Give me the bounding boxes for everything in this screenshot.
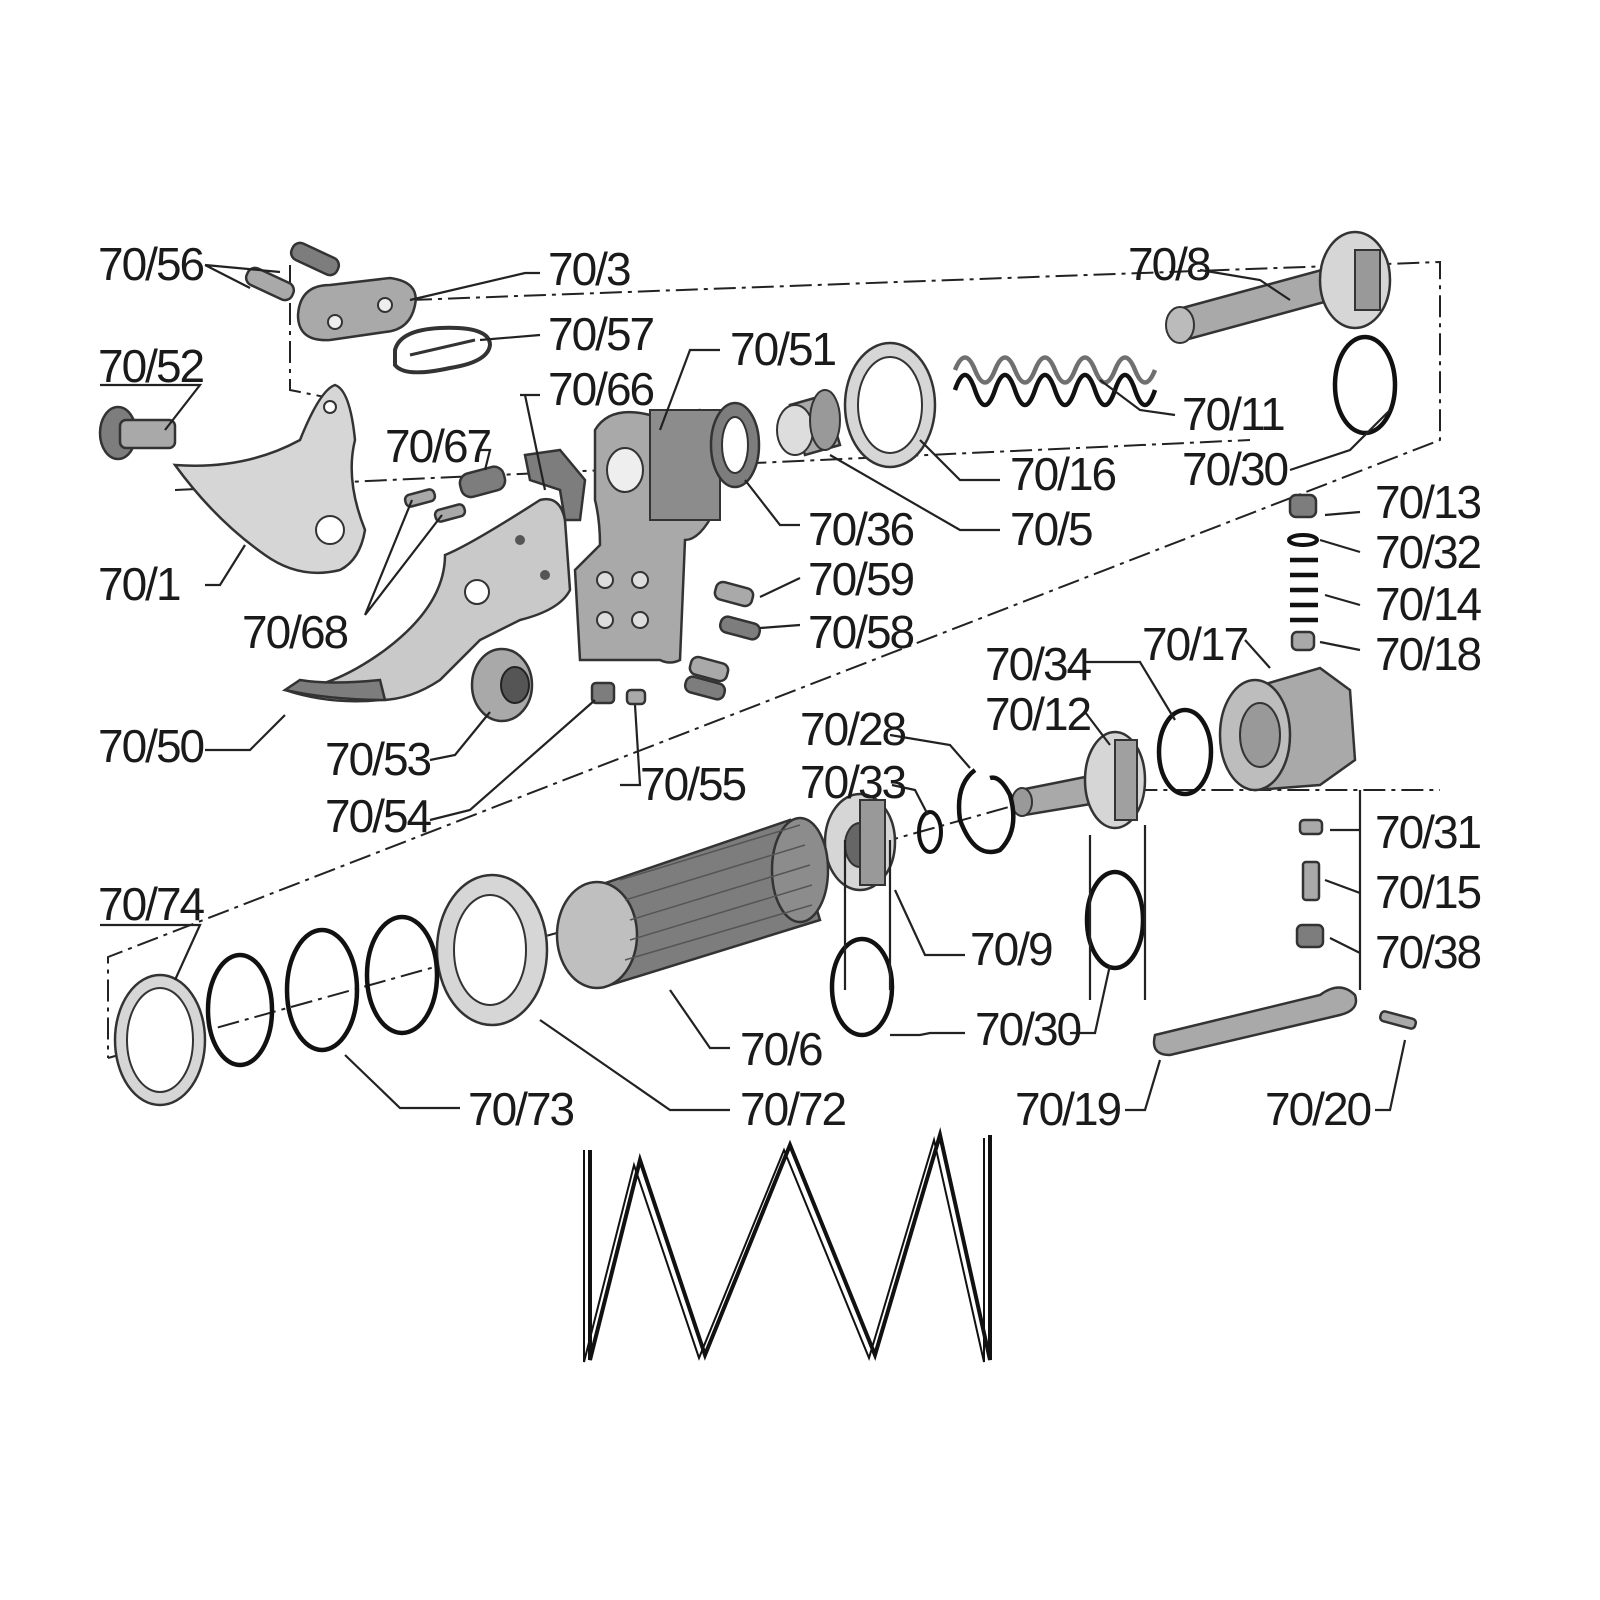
label-70-8: 70/8 <box>1128 238 1210 290</box>
gland-70-9 <box>823 792 897 892</box>
spring-70-11 <box>952 355 1158 408</box>
label-70-30-lower: 70/30 <box>975 1003 1081 1055</box>
screws-70-58 <box>683 615 762 701</box>
label-70-59: 70/59 <box>808 553 914 605</box>
compression-spring <box>583 1127 992 1363</box>
label-70-1: 70/1 <box>98 558 180 610</box>
label-70-14: 70/14 <box>1375 578 1482 630</box>
plug-70-13 <box>1288 493 1318 519</box>
piston-70-12 <box>1011 730 1147 830</box>
label-70-9: 70/9 <box>970 923 1052 975</box>
o-ring-70-30-lower-a <box>829 936 895 1038</box>
label-70-5: 70/5 <box>1010 503 1092 555</box>
label-70-6: 70/6 <box>740 1023 822 1075</box>
bushing-70-5 <box>776 389 842 457</box>
pin-70-20 <box>1378 1010 1418 1030</box>
leader-lines <box>100 263 1407 1112</box>
cylinder-70-6 <box>555 816 830 990</box>
o-ring-70-30-lower-b <box>1084 869 1146 971</box>
label-70-73: 70/73 <box>468 1083 574 1135</box>
label-70-67: 70/67 <box>385 420 491 472</box>
label-70-18: 70/18 <box>1375 628 1481 680</box>
screw-70-56 <box>244 241 341 302</box>
label-70-12: 70/12 <box>985 688 1091 740</box>
label-70-52: 70/52 <box>98 340 204 392</box>
label-70-50: 70/50 <box>98 720 204 772</box>
cylinder-head-70-17 <box>1218 666 1357 792</box>
label-70-3: 70/3 <box>548 243 630 295</box>
nut-70-38 <box>1295 923 1325 949</box>
rings-70-73 <box>205 914 440 1068</box>
label-70-74: 70/74 <box>98 878 205 930</box>
head-housing-70-51 <box>573 408 722 664</box>
label-70-13: 70/13 <box>1375 476 1481 528</box>
ring-70-33 <box>917 810 943 854</box>
label-70-19: 70/19 <box>1015 1083 1121 1135</box>
washer-70-74 <box>113 973 207 1107</box>
label-70-57: 70/57 <box>548 308 654 360</box>
nipple-70-15 <box>1301 860 1321 902</box>
label-70-30-upper: 70/30 <box>1182 443 1288 495</box>
label-70-20: 70/20 <box>1265 1083 1371 1135</box>
link-plate-70-3 <box>296 276 417 342</box>
o-ring-70-30-upper <box>1332 334 1398 436</box>
label-70-32: 70/32 <box>1375 526 1481 578</box>
label-70-34: 70/34 <box>985 638 1092 690</box>
lever-70-19 <box>1152 986 1358 1057</box>
label-70-28: 70/28 <box>800 703 906 755</box>
clip-70-57 <box>393 325 493 375</box>
label-70-16: 70/16 <box>1010 448 1116 500</box>
label-70-53: 70/53 <box>325 733 431 785</box>
ring-70-72 <box>435 873 549 1027</box>
nut-70-54 <box>590 681 616 705</box>
valve-70-18 <box>1290 630 1316 652</box>
part-labels: 70/56 70/3 70/57 70/52 70/51 70/66 70/67… <box>98 238 1484 1135</box>
circlip-70-28 <box>956 768 1016 855</box>
seal-70-31 <box>1298 818 1324 836</box>
screws-70-59 <box>688 580 755 683</box>
counter-blade-70-1 <box>172 383 367 575</box>
label-70-51: 70/51 <box>730 323 836 375</box>
screw-70-55 <box>625 688 647 706</box>
label-70-17: 70/17 <box>1142 618 1248 670</box>
label-70-36: 70/36 <box>808 503 914 555</box>
nut-70-16 <box>843 341 937 469</box>
cam-70-67 <box>458 465 507 499</box>
label-70-11: 70/11 <box>1182 388 1284 440</box>
pins-70-68 <box>403 488 467 523</box>
o-ring-70-32 <box>1287 533 1319 547</box>
label-70-33: 70/33 <box>800 756 906 808</box>
label-70-72: 70/72 <box>740 1083 846 1135</box>
label-70-68: 70/68 <box>242 606 348 658</box>
label-70-55: 70/55 <box>640 758 746 810</box>
label-70-15: 70/15 <box>1375 866 1481 918</box>
label-70-56: 70/56 <box>98 238 204 290</box>
bolt-70-52 <box>98 405 177 461</box>
ring-70-34 <box>1156 707 1214 797</box>
shaft-70-8 <box>1165 230 1392 344</box>
spring-70-14 <box>1290 557 1318 623</box>
gear-70-53 <box>470 647 534 723</box>
label-70-66: 70/66 <box>548 363 654 415</box>
ring-70-36 <box>709 401 761 489</box>
label-70-58: 70/58 <box>808 606 914 658</box>
label-70-38: 70/38 <box>1375 926 1481 978</box>
label-70-31: 70/31 <box>1375 806 1481 858</box>
label-70-54: 70/54 <box>325 790 432 842</box>
